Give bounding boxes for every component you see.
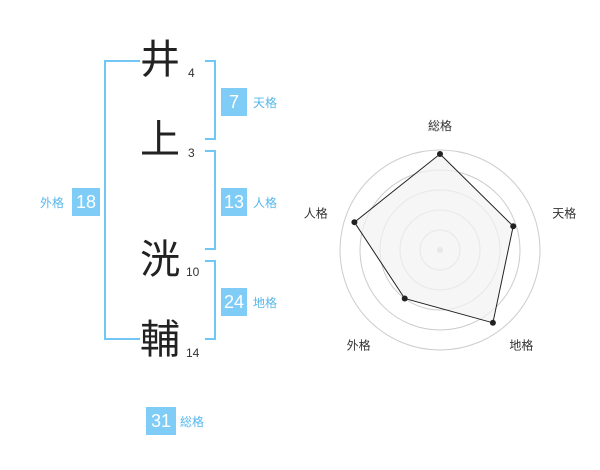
stroke-count-1: 4 xyxy=(188,66,195,80)
stroke-count-3: 10 xyxy=(186,265,200,279)
soukaku-value-badge: 31 xyxy=(146,407,176,435)
chikaku-value-badge: 24 xyxy=(221,288,247,316)
chikaku-label: 地格 xyxy=(253,296,278,310)
tenkaku-bracket xyxy=(205,60,216,140)
radar-point xyxy=(401,295,408,302)
radar-axis-label: 外格 xyxy=(347,337,371,352)
gaikaku-label: 外格 xyxy=(40,196,65,210)
kanji-1: 井 xyxy=(140,37,180,83)
radar-point xyxy=(489,319,496,326)
kanji-3: 洸 xyxy=(140,237,180,283)
tenkaku-value-badge: 7 xyxy=(221,88,247,116)
radar-axis-label: 地格 xyxy=(509,337,533,352)
jinkaku-label: 人格 xyxy=(253,196,278,210)
stroke-count-2: 3 xyxy=(188,146,195,160)
radar-axis-label: 天格 xyxy=(552,206,576,221)
radar-point xyxy=(437,151,443,157)
gaikaku-value-badge: 18 xyxy=(72,188,100,216)
radar-point xyxy=(510,223,517,230)
radar-point xyxy=(351,219,358,226)
soukaku-label: 総格 xyxy=(180,415,205,429)
tenkaku-label: 天格 xyxy=(253,96,278,110)
stroke-count-4: 14 xyxy=(186,346,200,360)
radar-grid-ring xyxy=(339,149,541,351)
radar-axis-label: 人格 xyxy=(304,206,328,221)
gaikaku-bracket xyxy=(104,60,140,340)
radar-axis-label: 総格 xyxy=(428,118,452,133)
jinkaku-value-badge: 13 xyxy=(221,188,247,216)
chikaku-bracket xyxy=(205,260,216,340)
jinkaku-bracket xyxy=(205,150,216,250)
kanji-4: 輔 xyxy=(140,317,180,363)
kanji-2: 上 xyxy=(140,117,180,163)
radar-series-polygon xyxy=(353,153,514,324)
